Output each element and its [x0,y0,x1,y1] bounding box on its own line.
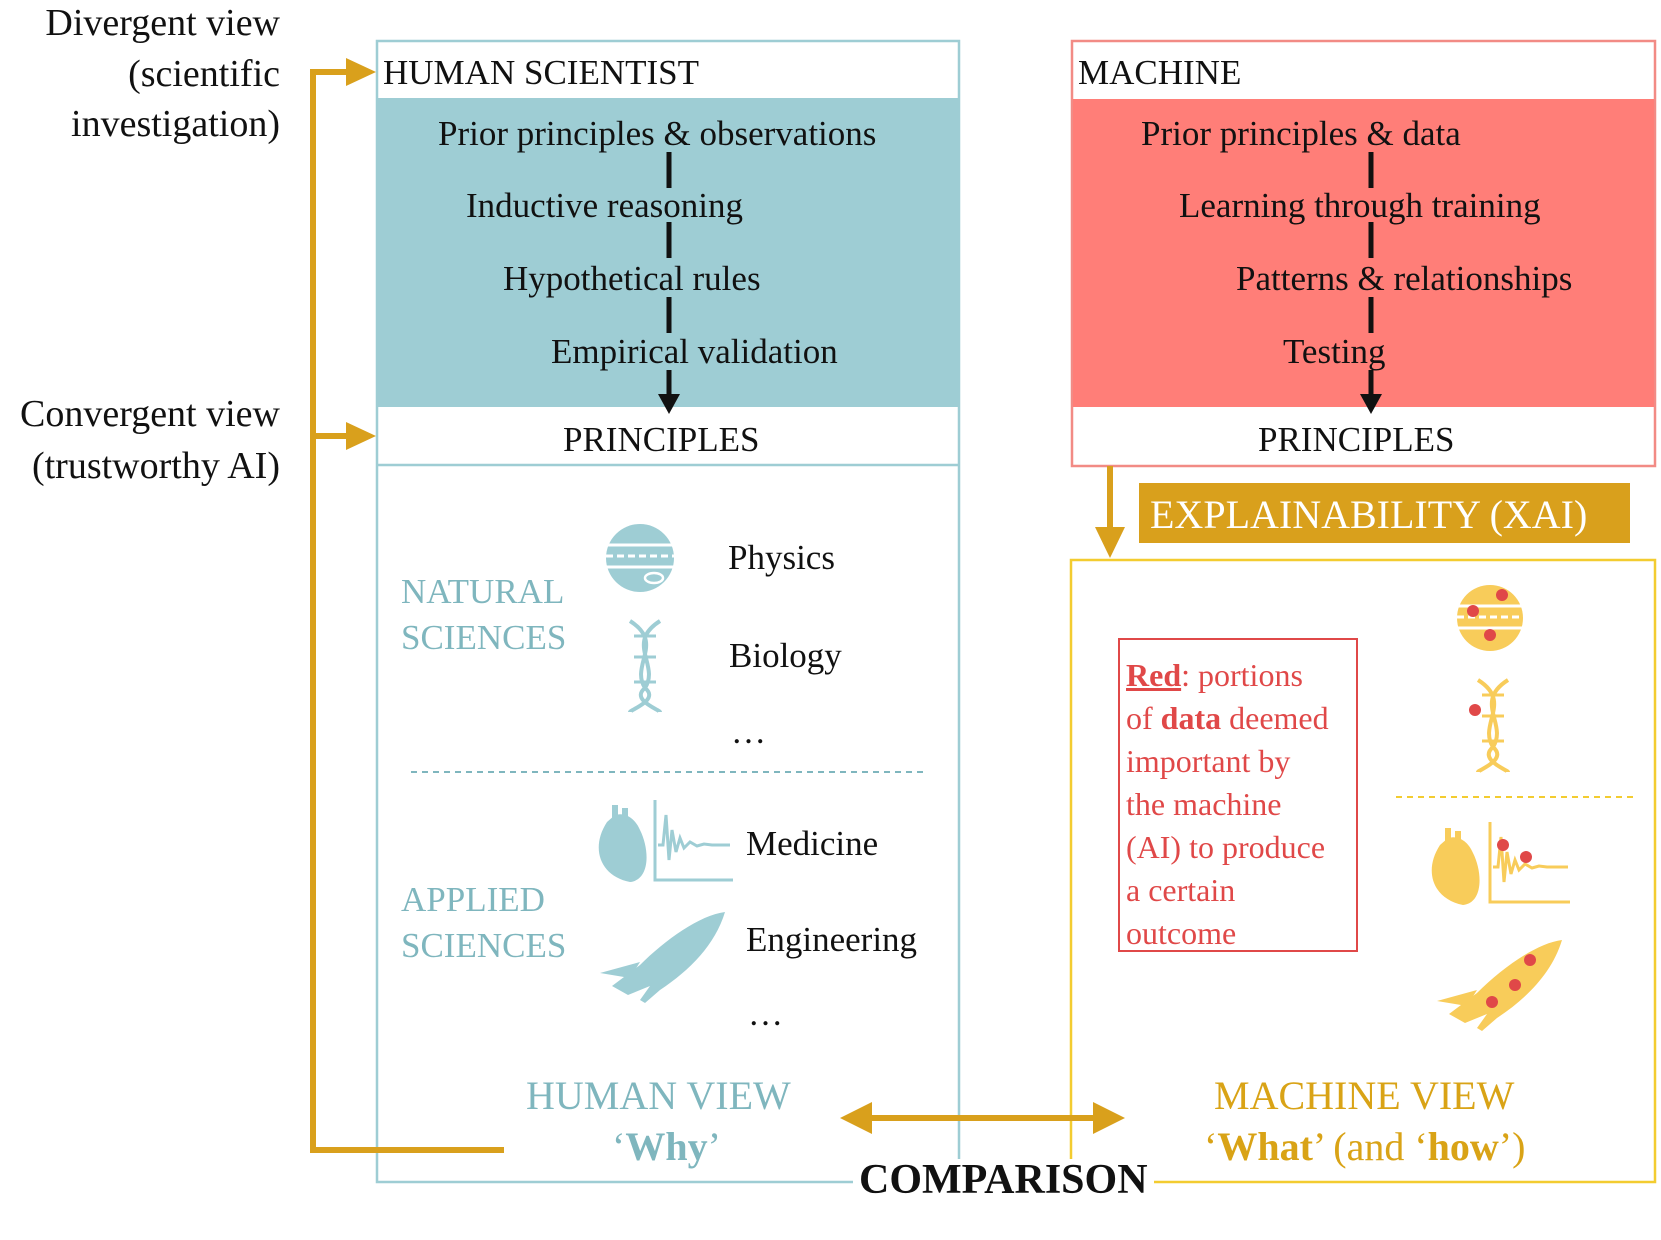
comparison-arrow [840,1102,1125,1134]
machine-flow-arrows [1360,152,1382,414]
machine-principles: PRINCIPLES [1258,420,1455,459]
note-line-2: of data deemed [1126,700,1329,736]
xai-arrow [1095,466,1125,558]
human-step-empirical: Empirical validation [551,332,838,371]
subject-medicine: Medicine [746,824,879,863]
human-step-hypothetical: Hypothetical rules [503,259,761,298]
convergent-arrowhead [346,422,376,450]
rocket-icon-xai [1437,940,1562,1031]
divergent-label-line-3: investigation) [71,103,280,145]
divergent-label-line-1: Divergent view [45,2,280,44]
heart-icon-xai [1431,828,1480,905]
machine-step-prior: Prior principles & data [1141,114,1461,153]
machine-step-learning: Learning through training [1179,186,1541,225]
natural-sciences-label-2: SCIENCES [401,618,567,657]
note-line-1: Red: portions [1126,657,1303,693]
note-line-4: the machine [1126,786,1282,822]
rocket-icon [600,912,725,1003]
human-flow-arrows [658,152,680,414]
subject-physics: Physics [728,538,835,577]
view-bracket [310,69,504,1153]
human-view-question: ‘Why’ [612,1124,721,1169]
machine-step-testing: Testing [1283,332,1386,371]
xai-label: EXPLAINABILITY (XAI) [1150,492,1588,537]
dna-icon-xai [1469,678,1510,774]
machine-box [1070,39,1657,468]
subject-ellipsis-applied: … [748,994,783,1033]
human-step-inductive: Inductive reasoning [466,186,743,225]
human-scientist-title: HUMAN SCIENTIST [383,53,699,92]
ecg-signal-icon [653,800,733,882]
machine-title: MACHINE [1078,53,1242,92]
human-step-prior: Prior principles & observations [438,114,877,153]
natural-sciences-label-1: NATURAL [401,572,565,611]
convergent-label-line-1: Convergent view [20,393,280,435]
comparison-label: COMPARISON [853,1159,1154,1201]
applied-sciences-label-2: SCIENCES [401,926,567,965]
planet-icon [606,524,674,592]
machine-view-title: MACHINE VIEW [1214,1073,1515,1118]
ecg-signal-icon-xai [1488,822,1570,904]
xai-banner [1139,483,1630,543]
human-principles: PRINCIPLES [563,420,760,459]
machine-step-patterns: Patterns & relationships [1236,259,1573,298]
note-line-6: a certain [1126,872,1236,908]
note-line-5: (AI) to produce [1126,829,1326,865]
machine-view-question: ‘What’ (and ‘how’) [1204,1124,1526,1169]
applied-sciences-label-1: APPLIED [401,880,545,919]
subject-ellipsis-natural: … [731,712,766,751]
dna-icon [628,619,662,714]
subject-biology: Biology [729,636,842,675]
convergent-label-line-2: (trustworthy AI) [31,445,280,487]
machine-view-box [1069,558,1657,1184]
xai-note-box: Red: portions of data deemed important b… [1118,638,1358,952]
human-scientist-box [375,39,961,1184]
note-line-3: important by [1126,743,1291,779]
planet-icon-xai [1457,585,1523,651]
subject-engineering: Engineering [746,920,918,959]
note-line-7: outcome [1126,915,1237,951]
divergent-label-line-2: (scientific [128,53,280,95]
human-view-title: HUMAN VIEW [526,1073,791,1118]
divergent-arrowhead [346,58,376,86]
heart-icon [598,805,647,882]
